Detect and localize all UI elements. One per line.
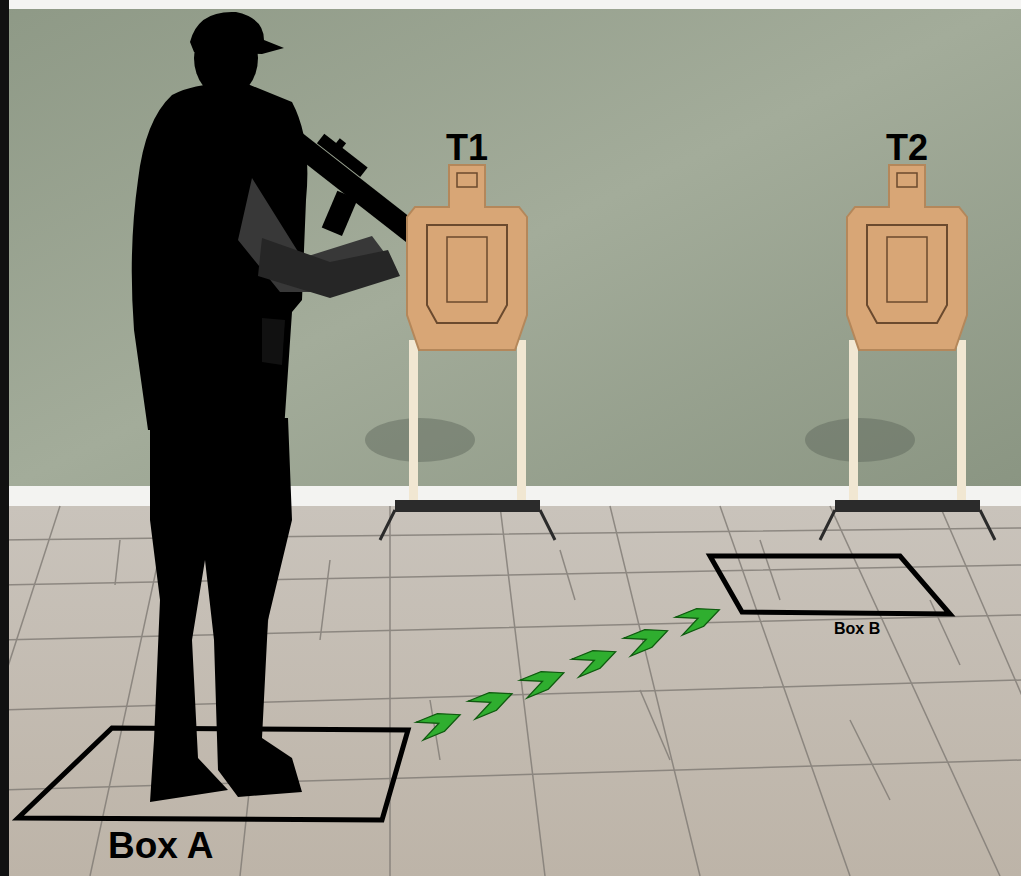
movement-chevrons: [416, 601, 723, 740]
wall: [0, 0, 1021, 490]
shooter-silhouette: [132, 12, 494, 802]
floor: [0, 506, 1021, 876]
target-node: T2: [842, 128, 972, 353]
box-outline: [15, 725, 413, 871]
box-outline: [706, 552, 956, 644]
target-stand: [365, 340, 555, 540]
target-stand: [805, 340, 995, 540]
floor-planks: [0, 506, 1021, 876]
box-label: Box B: [834, 621, 880, 637]
shooting-box: Box B: [706, 552, 956, 644]
target-label: T1: [446, 130, 488, 166]
shooting-box: Box A: [15, 725, 413, 871]
target-node: T1: [402, 128, 532, 353]
left-edge: [0, 0, 9, 876]
box-label: Box A: [108, 827, 214, 864]
target-label: T2: [886, 130, 928, 166]
ceiling-strip: [0, 0, 1021, 9]
